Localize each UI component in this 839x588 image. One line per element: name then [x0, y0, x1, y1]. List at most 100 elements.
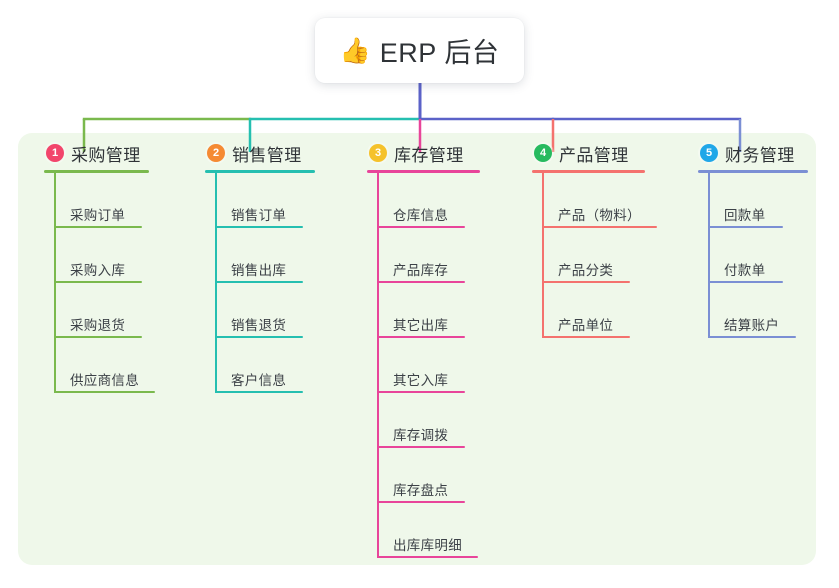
branch-item-label: 其它出库: [393, 318, 449, 333]
branch-header-4[interactable]: 4 产品管理: [530, 133, 645, 173]
branch-item-underline: [215, 226, 303, 228]
branch-item[interactable]: 采购退货: [54, 283, 142, 338]
branch-item-label: 产品单位: [558, 318, 614, 333]
branch-item-underline: [215, 391, 303, 393]
branch-item[interactable]: 库存盘点: [377, 448, 465, 503]
branch-column-5: 5 财务管理回款单付款单结算账户: [696, 133, 808, 338]
branch-item[interactable]: 库存调拨: [377, 393, 465, 448]
branch-spine: [215, 173, 217, 393]
branch-item-label: 销售订单: [231, 208, 287, 223]
branch-item-underline: [708, 226, 783, 228]
branch-item[interactable]: 产品（物料）: [542, 173, 657, 228]
branch-item[interactable]: 供应商信息: [54, 338, 155, 393]
branch-item-label: 采购订单: [70, 208, 126, 223]
thumbs-up-icon: 👍: [339, 37, 371, 65]
branch-column-4: 4 产品管理产品（物料） 产品分类产品单位: [530, 133, 657, 338]
branch-item[interactable]: 销售出库: [215, 228, 303, 283]
branch-item-underline: [542, 281, 630, 283]
branch-title: 财务管理: [725, 145, 795, 165]
root-node[interactable]: 👍 ERP 后台: [315, 18, 524, 83]
branch-item-label: 仓库信息: [393, 208, 449, 223]
branch-title: 产品管理: [559, 145, 629, 165]
branch-item-label: 付款单: [724, 263, 766, 278]
branch-underline: [205, 170, 315, 173]
branch-item-label: 结算账户: [724, 318, 780, 333]
branch-item[interactable]: 采购入库: [54, 228, 142, 283]
branch-item-label: 产品（物料）: [558, 208, 641, 223]
branch-item-label: 回款单: [724, 208, 766, 223]
branch-item-underline: [377, 336, 465, 338]
branch-item[interactable]: 客户信息: [215, 338, 303, 393]
branch-item-underline: [708, 336, 796, 338]
branch-item-label: 客户信息: [231, 373, 287, 388]
branch-item-label: 产品库存: [393, 263, 449, 278]
branch-item-underline: [215, 336, 303, 338]
branch-column-2: 2 销售管理销售订单销售出库销售退货客户信息: [203, 133, 315, 393]
branch-underline: [532, 170, 645, 173]
branch-item-label: 销售退货: [231, 318, 287, 333]
branch-item-underline: [377, 501, 465, 503]
branch-item-underline: [54, 281, 142, 283]
branch-header-1[interactable]: 1 采购管理: [42, 133, 149, 173]
root-title: ERP 后台: [379, 38, 500, 68]
branch-number-badge: 3: [369, 144, 387, 162]
branch-column-3: 3 库存管理仓库信息产品库存其它出库其它入库库存调拨库存盘点出库库明细: [365, 133, 480, 558]
branch-spine: [377, 173, 379, 558]
branch-items: 回款单付款单结算账户: [696, 173, 796, 338]
branch-item-underline: [54, 336, 142, 338]
branch-item[interactable]: 仓库信息: [377, 173, 465, 228]
branch-item-underline: [377, 226, 465, 228]
branch-item-label: 出库库明细: [393, 538, 462, 553]
branch-item[interactable]: 付款单: [708, 228, 795, 283]
branch-item-label: 产品分类: [558, 263, 614, 278]
branch-number-badge: 2: [207, 144, 225, 162]
branch-title: 库存管理: [394, 145, 464, 165]
branch-item-label: 采购退货: [70, 318, 126, 333]
branch-item[interactable]: 结算账户: [708, 283, 796, 338]
branch-item[interactable]: 销售退货: [215, 283, 303, 338]
branch-columns: 1 采购管理采购订单采购入库采购退货供应商信息 2 销售管理销售订单销售出库销售退货客…: [0, 133, 839, 565]
branch-underline: [44, 170, 149, 173]
branch-number-badge: 1: [46, 144, 64, 162]
branch-title: 销售管理: [232, 145, 302, 165]
branch-item-label: 其它入库: [393, 373, 449, 388]
branch-item-label: 销售出库: [231, 263, 287, 278]
branch-item-underline: [377, 281, 465, 283]
branch-item-label: 采购入库: [70, 263, 126, 278]
branch-column-1: 1 采购管理采购订单采购入库采购退货供应商信息: [42, 133, 155, 393]
branch-header-2[interactable]: 2 销售管理: [203, 133, 315, 173]
branch-item-label: 库存调拨: [393, 428, 449, 443]
branch-items: 采购订单采购入库采购退货供应商信息: [42, 173, 155, 393]
branch-item-underline: [54, 226, 142, 228]
branch-item-underline: [377, 391, 465, 393]
branches-panel: [18, 133, 816, 565]
branch-number-badge: 4: [534, 144, 552, 162]
branch-item[interactable]: 产品分类: [542, 228, 641, 283]
branch-item[interactable]: 产品单位: [542, 283, 641, 338]
branch-item-underline: [377, 556, 478, 558]
branch-item-label: 供应商信息: [70, 373, 139, 388]
branch-item-underline: [542, 336, 630, 338]
branch-item-label: 库存盘点: [393, 483, 449, 498]
branch-item-underline: [54, 391, 155, 393]
branch-title: 采购管理: [71, 145, 141, 165]
branch-header-3[interactable]: 3 库存管理: [365, 133, 480, 173]
branch-item-underline: [377, 446, 465, 448]
branch-underline: [367, 170, 480, 173]
branch-item[interactable]: 销售订单: [215, 173, 303, 228]
branch-item-underline: [542, 226, 657, 228]
branch-header-5[interactable]: 5 财务管理: [696, 133, 808, 173]
branch-item[interactable]: 产品库存: [377, 228, 465, 283]
branch-spine: [708, 173, 710, 338]
branch-item[interactable]: 回款单: [708, 173, 795, 228]
branch-items: 产品（物料） 产品分类产品单位: [530, 173, 657, 338]
branch-item-underline: [708, 281, 783, 283]
branch-item[interactable]: 采购订单: [54, 173, 142, 228]
branch-spine: [542, 173, 544, 338]
branch-item[interactable]: 其它出库: [377, 283, 465, 338]
branch-number-badge: 5: [700, 144, 718, 162]
branch-item[interactable]: 其它入库: [377, 338, 465, 393]
branch-item[interactable]: 出库库明细: [377, 503, 478, 558]
branch-item-underline: [215, 281, 303, 283]
